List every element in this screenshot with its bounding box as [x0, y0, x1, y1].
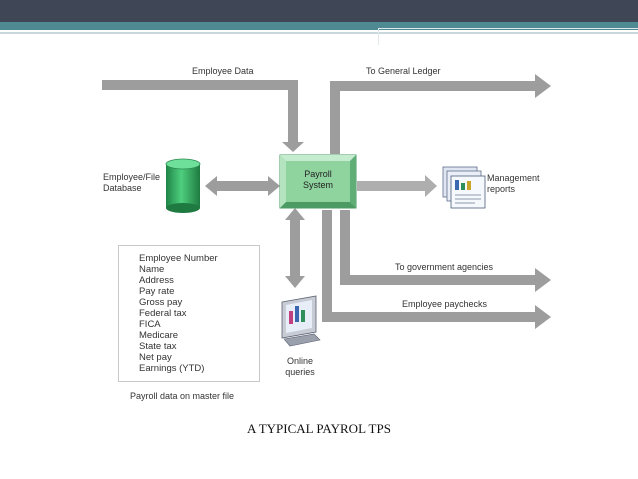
field-item: Federal tax	[139, 308, 187, 319]
payroll-system-label: Payroll System	[286, 169, 350, 191]
government-agencies-label: To government agencies	[395, 262, 494, 272]
slide-header-accent	[0, 22, 638, 30]
employee-data-arrow	[102, 80, 304, 152]
field-item: Net pay	[139, 352, 172, 363]
government-agencies-arrow	[340, 210, 551, 292]
field-item: FICA	[139, 319, 161, 330]
management-reports-label-line1: Management	[487, 173, 540, 183]
slide-caption: A TYPICAL PAYROL TPS	[247, 421, 391, 436]
field-item: Medicare	[139, 330, 179, 341]
master-file-field-list: Employee Number Name Address Pay rate Gr…	[118, 245, 260, 382]
database-cylinder-icon	[165, 158, 201, 213]
management-reports-arrow	[357, 175, 437, 197]
field-item: Earnings (YTD)	[139, 363, 205, 374]
slide-header-band	[0, 0, 638, 22]
online-queries-arrow	[285, 208, 305, 288]
management-reports-label-line2: reports	[487, 184, 516, 194]
payroll-system-label-line2: System	[302, 180, 333, 190]
report-documents-icon	[442, 166, 486, 209]
online-queries-label: Online queries	[282, 356, 318, 378]
database-label-line2: Database	[103, 183, 142, 193]
online-queries-label-line1: Online	[286, 356, 313, 366]
employee-paychecks-arrow	[322, 210, 551, 329]
database-label-line1: Employee/File	[103, 172, 161, 182]
field-item: State tax	[139, 341, 177, 352]
database-label: Employee/File Database	[103, 172, 160, 194]
slide-header-line	[0, 32, 638, 34]
payroll-system-label-line1: Payroll	[304, 169, 332, 179]
employee-data-label: Employee Data	[192, 66, 254, 76]
online-queries-label-line2: queries	[285, 367, 315, 377]
field-item: Pay rate	[139, 286, 175, 297]
employee-paychecks-label: Employee paychecks	[402, 299, 488, 309]
field-item: Address	[139, 275, 174, 286]
field-item: Gross pay	[139, 297, 183, 308]
master-file-caption: Payroll data on master file	[130, 391, 235, 401]
computer-monitor-icon	[281, 295, 321, 347]
management-reports-label: Management reports	[487, 173, 540, 195]
field-item: Employee Number	[139, 253, 218, 264]
general-ledger-arrow	[330, 74, 551, 154]
field-item: Name	[139, 264, 165, 275]
database-link-arrow	[205, 176, 280, 196]
slide-header-decoration	[378, 28, 638, 45]
payroll-system-box	[279, 154, 357, 209]
general-ledger-label: To General Ledger	[366, 66, 441, 76]
